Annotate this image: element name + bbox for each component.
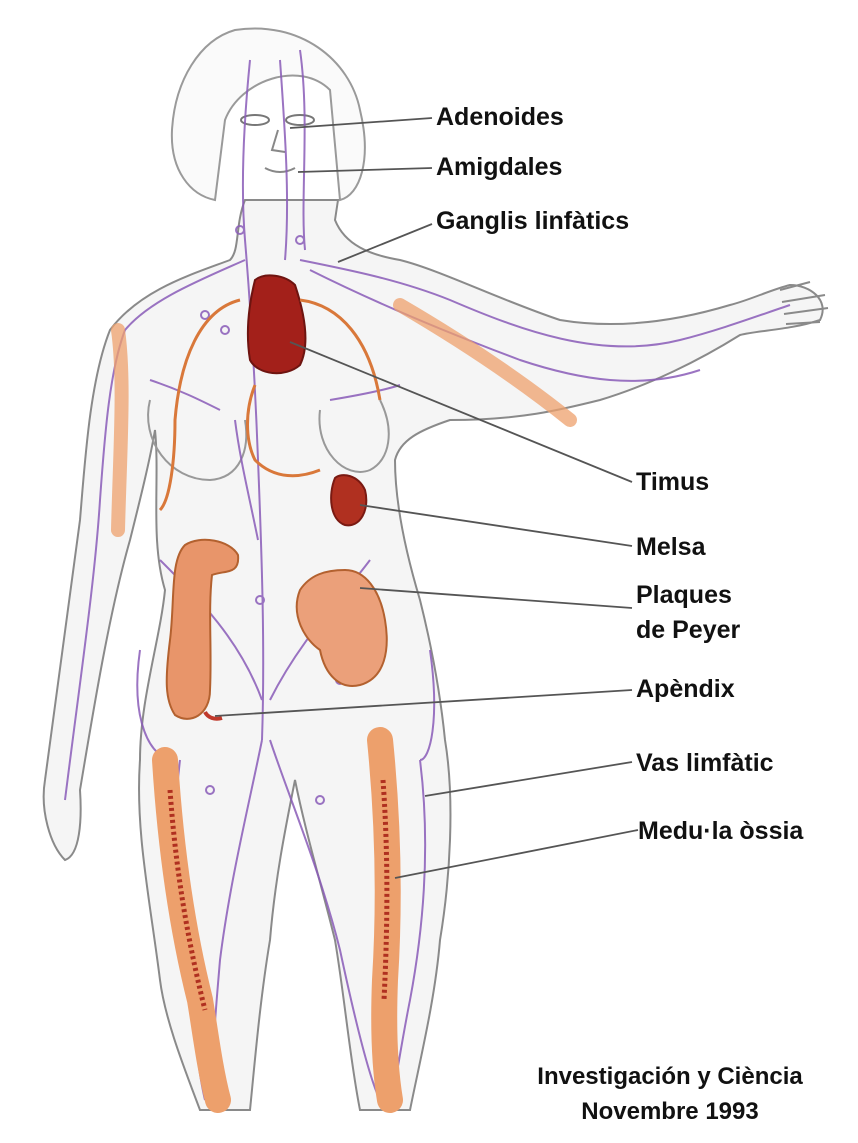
label-amigdales: Amigdales <box>436 152 562 182</box>
body-outline <box>44 200 823 1110</box>
credit-line2: Novembre 1993 <box>490 1095 850 1129</box>
label-melsa: Melsa <box>636 532 705 562</box>
thymus <box>248 275 306 373</box>
label-medulla: Medu·la òssia <box>638 816 803 846</box>
credit-line1: Investigación y Ciència <box>490 1060 850 1094</box>
mouth <box>265 168 295 172</box>
right-eye <box>286 115 314 125</box>
label-vas: Vas limfàtic <box>636 748 774 778</box>
label-ganglis: Ganglis linfàtics <box>436 206 629 236</box>
label-timus: Timus <box>636 467 709 497</box>
humerus-left <box>118 330 122 530</box>
label-plaques-line2: de Peyer <box>636 615 740 645</box>
label-plaques-line1: Plaques <box>636 580 732 610</box>
spleen <box>331 475 366 525</box>
hair <box>172 28 365 200</box>
nose <box>272 130 285 152</box>
label-adenoides: Adenoides <box>436 102 564 132</box>
label-apendix: Apèndix <box>636 674 735 704</box>
